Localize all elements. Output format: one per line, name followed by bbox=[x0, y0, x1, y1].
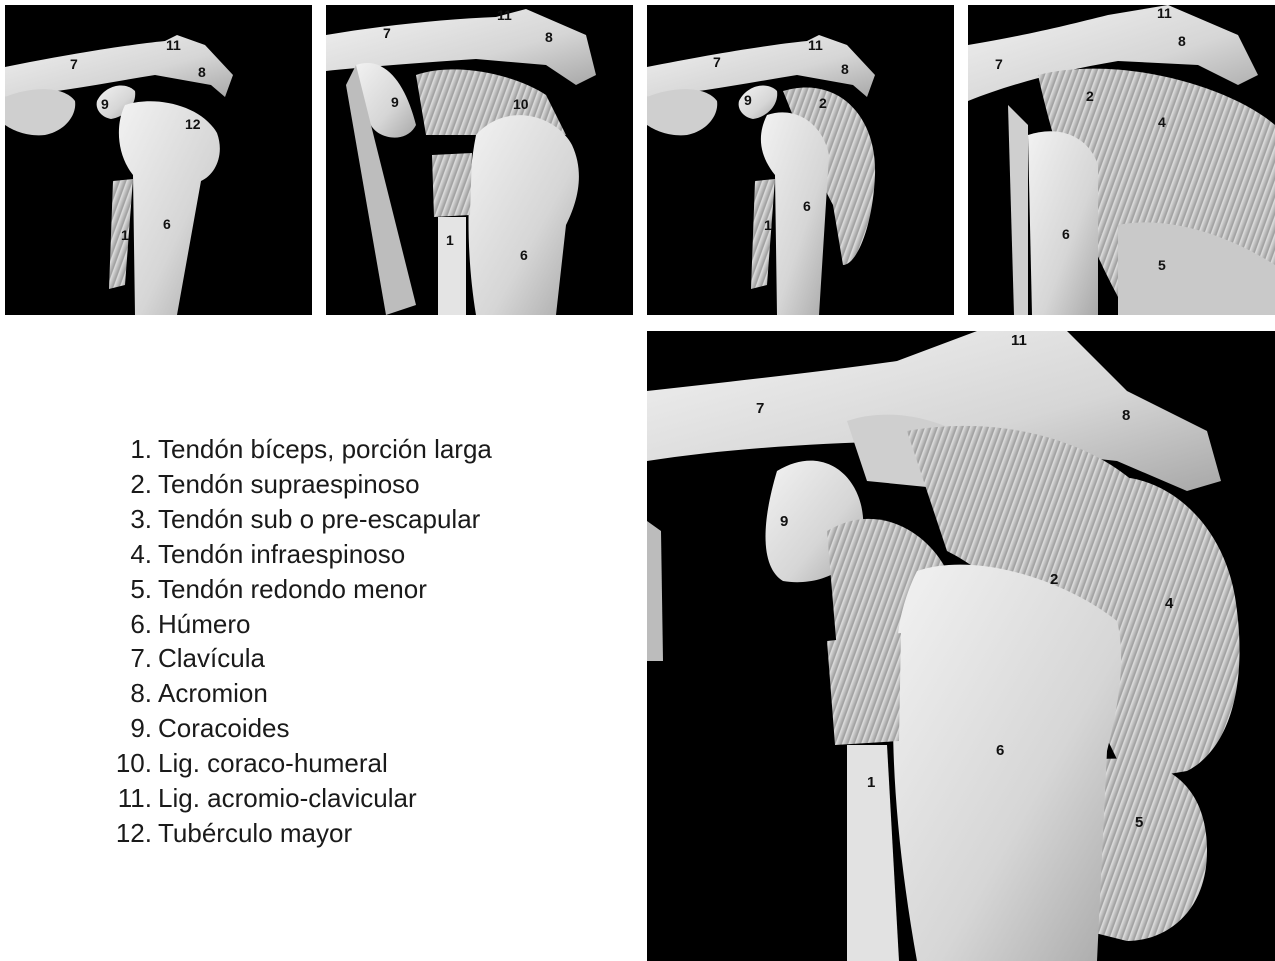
legend-number: 3. bbox=[100, 502, 158, 537]
shoulder-bones-illustration bbox=[5, 5, 312, 315]
label-marker: 7 bbox=[756, 401, 764, 416]
label-marker: 7 bbox=[713, 55, 721, 69]
shoulder-infraspinatus-illustration bbox=[968, 5, 1275, 315]
shoulder-supraspinatus-illustration bbox=[647, 5, 954, 315]
legend-item: 10.Lig. coraco-humeral bbox=[100, 746, 492, 781]
legend-text: Tendón redondo menor bbox=[158, 572, 427, 607]
legend-item: 9.Coracoides bbox=[100, 711, 492, 746]
label-marker: 7 bbox=[995, 57, 1003, 71]
legend-text: Tendón sub o pre-escapular bbox=[158, 502, 480, 537]
legend-text: Húmero bbox=[158, 607, 250, 642]
label-marker: 1 bbox=[764, 218, 772, 232]
legend-item: 6.Húmero bbox=[100, 607, 492, 642]
legend-text: Tendón bíceps, porción larga bbox=[158, 432, 492, 467]
legend-number: 5. bbox=[100, 572, 158, 607]
label-marker: 6 bbox=[1062, 227, 1070, 241]
shoulder-panel-detail: 7 11 8 9 2 4 6 1 5 bbox=[647, 331, 1275, 961]
legend-number: 4. bbox=[100, 537, 158, 572]
legend-list: 1.Tendón bíceps, porción larga 2.Tendón … bbox=[100, 432, 492, 851]
label-marker: 6 bbox=[996, 743, 1004, 758]
label-marker: 9 bbox=[780, 514, 788, 529]
legend-item: 3.Tendón sub o pre-escapular bbox=[100, 502, 492, 537]
label-marker: 5 bbox=[1135, 815, 1143, 830]
label-marker: 10 bbox=[513, 97, 529, 111]
label-marker: 4 bbox=[1165, 596, 1173, 611]
legend-text: Acromion bbox=[158, 676, 268, 711]
label-marker: 1 bbox=[121, 228, 129, 242]
label-marker: 8 bbox=[1122, 408, 1130, 423]
label-marker: 8 bbox=[545, 30, 553, 44]
label-marker: 9 bbox=[101, 97, 109, 111]
label-marker: 4 bbox=[1158, 115, 1166, 129]
legend-text: Lig. acromio-clavicular bbox=[158, 781, 417, 816]
label-marker: 6 bbox=[163, 217, 171, 231]
shoulder-panel-bones: 7 11 8 9 12 1 6 bbox=[5, 5, 312, 315]
label-marker: 11 bbox=[1157, 6, 1172, 20]
legend-text: Tendón infraespinoso bbox=[158, 537, 405, 572]
legend-item: 5.Tendón redondo menor bbox=[100, 572, 492, 607]
legend-number: 10. bbox=[100, 746, 158, 781]
label-marker: 8 bbox=[841, 62, 849, 76]
label-marker: 11 bbox=[497, 8, 512, 22]
legend-item: 4.Tendón infraespinoso bbox=[100, 537, 492, 572]
label-marker: 1 bbox=[446, 233, 454, 247]
legend-number: 11. bbox=[100, 781, 158, 816]
label-marker: 6 bbox=[803, 199, 811, 213]
legend-number: 2. bbox=[100, 467, 158, 502]
legend-text: Tendón supraespinoso bbox=[158, 467, 420, 502]
label-marker: 2 bbox=[819, 96, 827, 110]
label-marker: 8 bbox=[198, 65, 206, 79]
shoulder-detail-illustration bbox=[647, 331, 1275, 961]
label-marker: 11 bbox=[1011, 333, 1027, 348]
legend-text: Tubérculo mayor bbox=[158, 816, 352, 851]
legend-number: 9. bbox=[100, 711, 158, 746]
legend-number: 1. bbox=[100, 432, 158, 467]
shoulder-panel-supraspinatus: 7 11 8 9 2 1 6 bbox=[647, 5, 954, 315]
label-marker: 6 bbox=[520, 248, 528, 262]
label-marker: 7 bbox=[383, 26, 391, 40]
label-marker: 1 bbox=[867, 775, 875, 790]
legend-item: 11.Lig. acromio-clavicular bbox=[100, 781, 492, 816]
label-marker: 8 bbox=[1178, 34, 1186, 48]
shoulder-ligaments-illustration bbox=[326, 5, 633, 315]
legend-item: 7.Clavícula bbox=[100, 641, 492, 676]
legend-item: 1.Tendón bíceps, porción larga bbox=[100, 432, 492, 467]
shoulder-panel-ligaments: 7 11 8 9 10 1 6 bbox=[326, 5, 633, 315]
label-marker: 12 bbox=[185, 117, 201, 131]
legend-item: 8.Acromion bbox=[100, 676, 492, 711]
shoulder-panel-infraspinatus: 7 11 8 2 4 6 5 bbox=[968, 5, 1275, 315]
label-marker: 11 bbox=[166, 38, 181, 52]
label-marker: 7 bbox=[70, 57, 78, 71]
legend-text: Clavícula bbox=[158, 641, 265, 676]
legend-number: 8. bbox=[100, 676, 158, 711]
label-marker: 11 bbox=[808, 38, 823, 52]
legend-number: 6. bbox=[100, 607, 158, 642]
label-marker: 2 bbox=[1050, 572, 1058, 587]
legend-text: Coracoides bbox=[158, 711, 290, 746]
legend-number: 12. bbox=[100, 816, 158, 851]
legend-number: 7. bbox=[100, 641, 158, 676]
legend-text: Lig. coraco-humeral bbox=[158, 746, 388, 781]
label-marker: 9 bbox=[744, 93, 752, 107]
label-marker: 5 bbox=[1158, 258, 1166, 272]
legend-item: 2.Tendón supraespinoso bbox=[100, 467, 492, 502]
label-marker: 9 bbox=[391, 95, 399, 109]
label-marker: 2 bbox=[1086, 89, 1094, 103]
legend-item: 12.Tubérculo mayor bbox=[100, 816, 492, 851]
